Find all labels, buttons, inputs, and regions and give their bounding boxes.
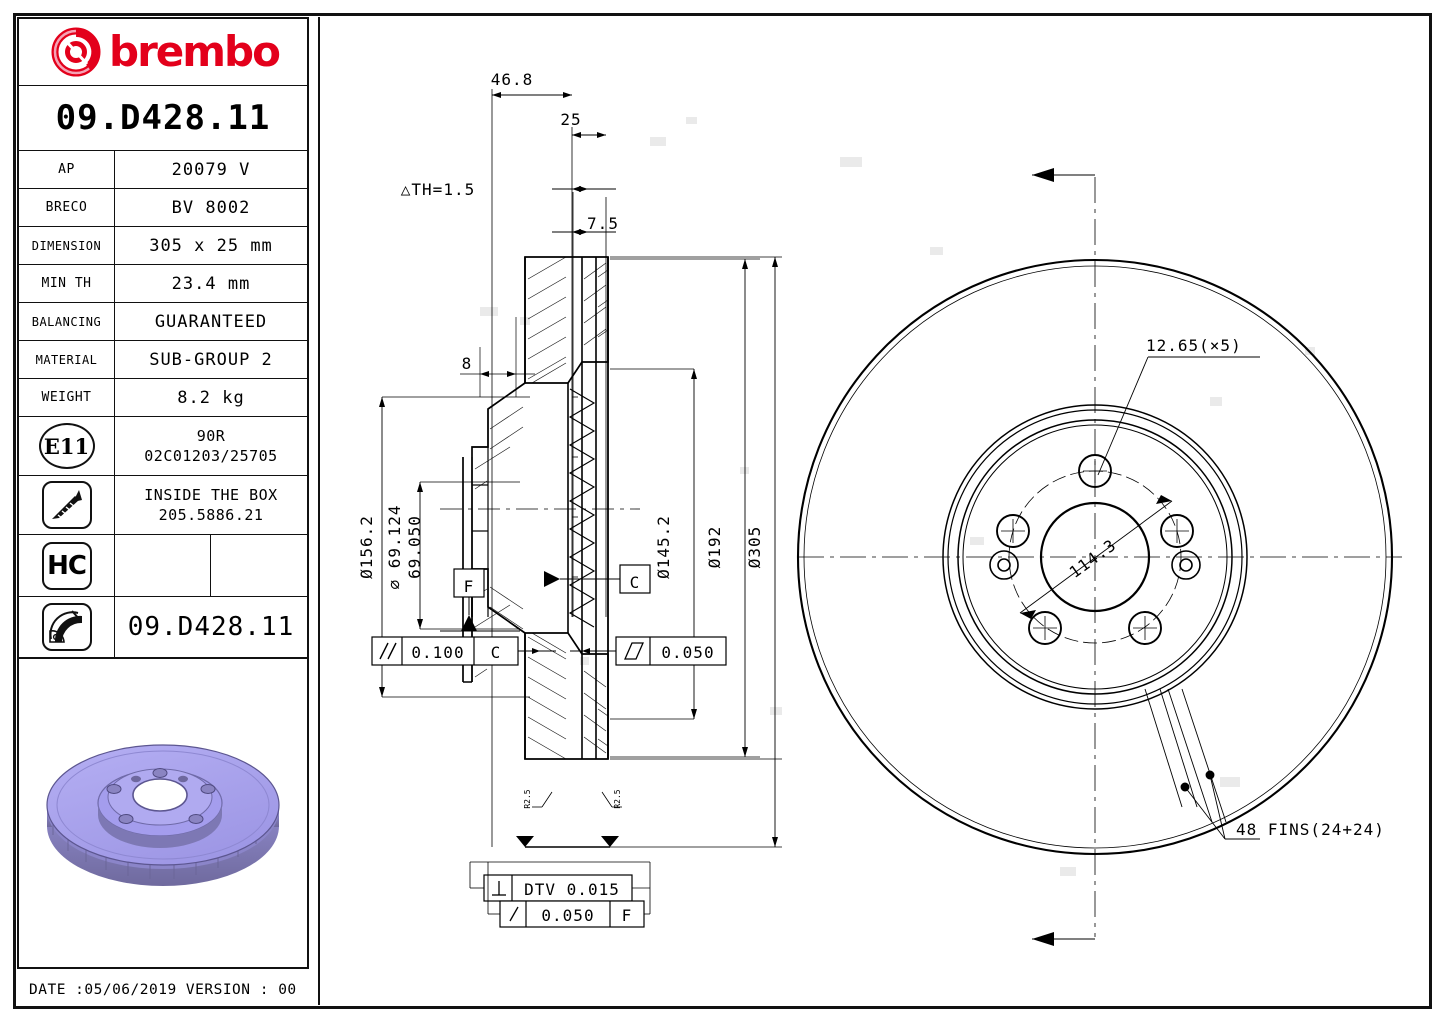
spec-row-pad-reference: 09.D428.11	[19, 597, 307, 659]
dim-offset: 7.5	[587, 214, 619, 233]
homologation-value: 90R 02C01203/25705	[115, 417, 307, 475]
small-radius-right: R2.5	[613, 789, 622, 808]
dim-hat-thickness: 8	[462, 354, 473, 373]
spec-row-balancing: BALANCING GUARANTEED	[19, 303, 307, 341]
footer-date-row: DATE :05/06/2019 VERSION : 00	[17, 975, 309, 1005]
dim-bore-lower: 69.050	[405, 515, 424, 579]
fcf-3-tolerance: DTV 0.015	[524, 880, 620, 899]
datum-f-label: F	[464, 577, 475, 596]
fcf-4-datum: F	[622, 906, 633, 925]
spec-key: MATERIAL	[19, 341, 115, 378]
e11-homologation-icon: E11	[38, 423, 95, 469]
spec-value: GUARANTEED	[154, 311, 268, 332]
spec-row-weight: WEIGHT 8.2 kg	[19, 379, 307, 417]
brand-logo-row: brembo	[19, 19, 307, 86]
spec-value: BV 8002	[171, 197, 251, 218]
dim-disc-thickness: 25	[560, 110, 581, 129]
brake-pad-icon	[41, 603, 92, 651]
spec-key: BALANCING	[19, 303, 115, 340]
hc-label: HC	[47, 550, 87, 581]
pad-badge-cell	[19, 597, 115, 657]
dim-th-tolerance: △TH=1.5	[401, 180, 475, 199]
spec-value: 305 x 25 mm	[149, 235, 273, 256]
spec-row-hc: HC	[19, 535, 307, 597]
fcf-2-tolerance: 0.050	[661, 643, 714, 662]
homologation-line-1: 90R	[196, 427, 226, 445]
spec-row-homologation: E11 90R 02C01203/25705	[19, 417, 307, 476]
brembo-mark-icon	[51, 27, 101, 77]
technical-drawing-area: 46.8 25 △TH=1.5 7.5 8 Ø156.2 ⌀ 69.124 69…	[318, 17, 1413, 1005]
hc-badge-cell: HC	[19, 535, 115, 596]
brake-disc-3d-render	[46, 744, 280, 886]
hc-empty-cell-2	[211, 535, 307, 596]
spec-key: WEIGHT	[19, 379, 115, 416]
dim-bore-upper: ⌀ 69.124	[385, 504, 404, 589]
spec-key: BRECO	[19, 189, 115, 226]
spec-key: MIN TH	[19, 265, 115, 302]
dim-outer-diameter: Ø305	[745, 526, 764, 569]
note-pcd: 114.3	[1066, 535, 1120, 582]
spec-row-breco: BRECO BV 8002	[19, 189, 307, 227]
spec-row-dimension: DIMENSION 305 x 25 mm	[19, 227, 307, 265]
part-number-row: 09.D428.11	[19, 86, 307, 151]
spec-row-ap: AP 20079 V	[19, 151, 307, 189]
footer-date: DATE :05/06/2019 VERSION : 00	[29, 982, 297, 998]
spec-value: 23.4 mm	[171, 273, 251, 294]
hc-icon: HC	[41, 541, 92, 590]
spec-value: SUB-GROUP 2	[149, 349, 273, 370]
fcf-4-tolerance: 0.050	[541, 906, 594, 925]
note-bolt-hole: 12.65(×5)	[1146, 336, 1242, 355]
dim-inner-friction: Ø145.2	[654, 515, 673, 579]
screws-value: INSIDE THE BOX 205.5886.21	[115, 476, 307, 534]
screw-glyph-icon	[51, 490, 82, 520]
screws-line-2: 205.5886.21	[158, 506, 264, 524]
note-fins: 48 FINS(24+24)	[1236, 820, 1385, 839]
small-radius-left: R2.5	[523, 789, 532, 808]
spec-value: 20079 V	[171, 159, 251, 180]
dim-hat-outer: Ø156.2	[357, 515, 376, 579]
hc-empty-cell-1	[115, 535, 211, 596]
spec-row-material: MATERIAL SUB-GROUP 2	[19, 341, 307, 379]
drawing-svg: 46.8 25 △TH=1.5 7.5 8 Ø156.2 ⌀ 69.124 69…	[357, 70, 1402, 946]
dim-mid-diameter: Ø192	[705, 526, 724, 569]
datum-c-label: C	[630, 573, 641, 592]
product-image-row	[19, 659, 307, 967]
fcf-1-datum: C	[491, 643, 502, 662]
screw-badge-cell	[19, 476, 115, 534]
screw-icon	[41, 481, 92, 529]
homologation-line-2: 02C01203/25705	[144, 447, 278, 465]
spec-row-min-th: MIN TH 23.4 mm	[19, 265, 307, 303]
dim-overall-width: 46.8	[491, 70, 534, 89]
brand-name: brembo	[109, 27, 281, 76]
e11-badge-cell: E11	[19, 417, 115, 475]
spec-row-screws: INSIDE THE BOX 205.5886.21	[19, 476, 307, 535]
part-number: 09.D428.11	[55, 98, 271, 138]
brake-pad-glyph-icon	[48, 610, 82, 643]
specification-table: brembo 09.D428.11 AP 20079 V BRECO BV 80…	[17, 17, 309, 969]
spec-key: AP	[19, 151, 115, 188]
pad-reference-value: 09.D428.11	[127, 612, 295, 642]
spec-value: 8.2 kg	[177, 387, 245, 408]
spec-key: DIMENSION	[19, 227, 115, 264]
fcf-1-tolerance: 0.100	[411, 643, 464, 662]
screws-line-1: INSIDE THE BOX	[144, 486, 278, 504]
